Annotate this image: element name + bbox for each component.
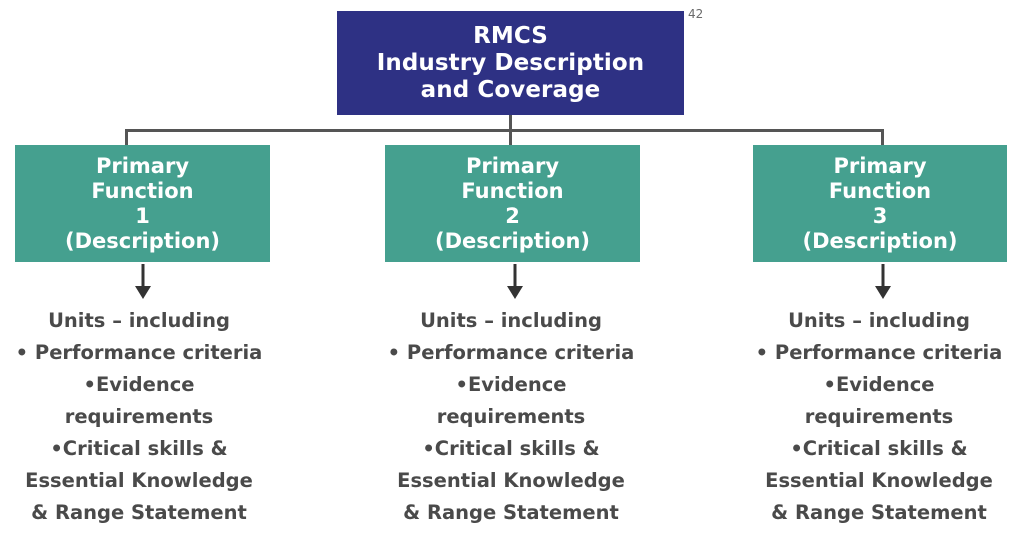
detail-column-1: Units – including • Performance criteria… <box>10 305 268 529</box>
connector-drop-branch-1 <box>125 129 128 146</box>
detail-3-line-2: • Performance criteria <box>755 341 1003 364</box>
function-box-3-line-2: Function <box>828 178 932 203</box>
detail-1-line-5: •Critical skills & <box>50 437 228 460</box>
detail-2-line-4: requirements <box>436 405 586 428</box>
arrow-down-icon-3 <box>875 264 891 299</box>
detail-1-line-6: Essential Knowledge <box>25 469 253 492</box>
detail-column-3: Units – including • Performance criteria… <box>750 305 1008 529</box>
function-box-2: Primary Function 2 (Description) <box>385 145 640 262</box>
detail-1-line-3: •Evidence <box>83 373 195 396</box>
arrow-down-icon-2 <box>507 264 523 299</box>
detail-1-line-4: requirements <box>64 405 214 428</box>
function-box-1-line-1: Primary <box>95 153 190 178</box>
arrow-down-icon-1 <box>135 264 151 299</box>
function-box-2-line-3: 2 <box>505 203 520 228</box>
detail-1-line-2: • Performance criteria <box>15 341 263 364</box>
function-box-3-line-4: (Description) <box>802 228 958 253</box>
root-node-rmcs: RMCS Industry Description and Coverage <box>337 11 684 115</box>
function-box-1-line-4: (Description) <box>64 228 221 253</box>
detail-3-line-1: Units – including <box>788 309 970 332</box>
detail-3-line-5: •Critical skills & <box>790 437 968 460</box>
function-box-2-line-1: Primary <box>465 153 560 178</box>
root-node-line-2: Industry Description <box>376 49 645 76</box>
detail-3-line-4: requirements <box>804 405 954 428</box>
connector-horizontal-bus <box>125 129 884 132</box>
detail-3-line-3: •Evidence <box>823 373 935 396</box>
function-box-2-line-2: Function <box>461 178 564 203</box>
detail-2-line-5: •Critical skills & <box>422 437 600 460</box>
function-box-1-line-2: Function <box>91 178 194 203</box>
detail-2-line-6: Essential Knowledge <box>397 469 625 492</box>
page-number: 42 <box>688 7 704 21</box>
root-node-line-1: RMCS <box>473 22 548 49</box>
detail-1-line-7: & Range Statement <box>31 501 247 524</box>
detail-2-line-1: Units – including <box>420 309 602 332</box>
detail-1-line-1: Units – including <box>48 309 230 332</box>
detail-3-line-7: & Range Statement <box>771 501 987 524</box>
function-box-1: Primary Function 1 (Description) <box>15 145 270 262</box>
connector-drop-branch-2 <box>509 129 512 146</box>
function-box-2-line-4: (Description) <box>434 228 591 253</box>
connector-drop-branch-3 <box>881 129 884 146</box>
detail-2-line-2: • Performance criteria <box>387 341 635 364</box>
detail-2-line-3: •Evidence <box>455 373 567 396</box>
function-box-3-line-3: 3 <box>872 203 888 228</box>
detail-3-line-6: Essential Knowledge <box>765 469 993 492</box>
detail-2-line-7: & Range Statement <box>403 501 619 524</box>
function-box-1-line-3: 1 <box>135 203 150 228</box>
function-box-3-line-1: Primary <box>833 153 927 178</box>
root-node-line-3: and Coverage <box>420 76 601 103</box>
detail-column-2: Units – including • Performance criteria… <box>382 305 640 529</box>
connector-root-stem <box>509 115 512 131</box>
function-box-3: Primary Function 3 (Description) <box>753 145 1007 262</box>
